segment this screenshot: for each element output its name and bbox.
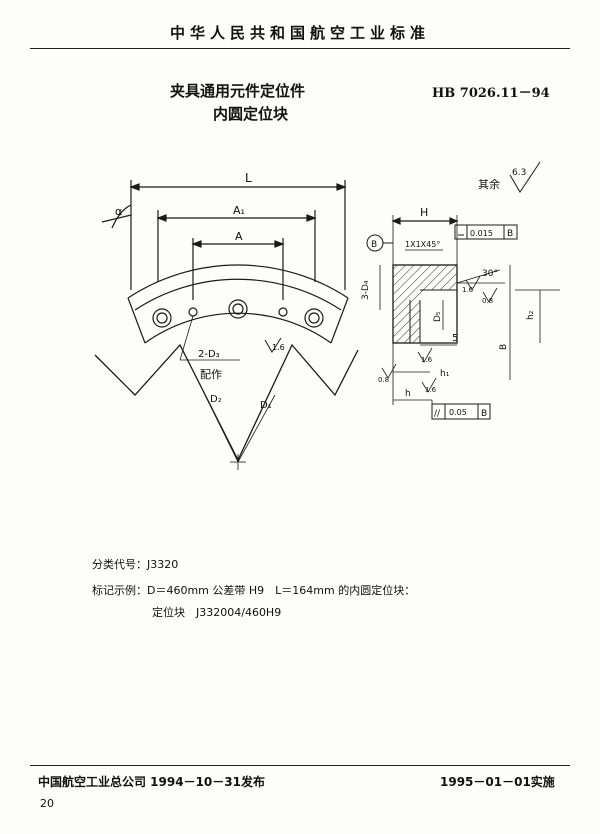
- roughness-rest-value: 6.3: [512, 168, 526, 178]
- finish-section-3: 1.6: [425, 386, 437, 394]
- roughness-symbol: [421, 377, 437, 393]
- dim-d2-label: D₂: [210, 394, 222, 405]
- parallel-value: 0.05: [449, 408, 467, 417]
- parallel-symbol: //: [434, 409, 441, 419]
- finish-section-08: 0.8: [482, 297, 493, 305]
- radius-d2-line: [204, 394, 239, 463]
- arrow: [129, 183, 140, 191]
- alpha-arc: [111, 204, 132, 229]
- class-code-value: J3320: [147, 558, 179, 571]
- hole-note-leader: [179, 315, 194, 361]
- parallel-frame: [431, 403, 491, 420]
- dim-a1-label: A₁: [233, 204, 245, 217]
- roughness-symbol: [482, 287, 498, 303]
- angle-30-label: 30°: [482, 269, 498, 279]
- arrow: [336, 183, 347, 191]
- dim-d5-label: D₅: [433, 311, 443, 322]
- footer-rule: [30, 765, 570, 766]
- chamfer-label: 1X1X45°: [405, 240, 440, 249]
- dim-5-label: 5: [452, 333, 458, 344]
- block-arc-2: [134, 278, 342, 311]
- dim-h-label: H: [420, 206, 428, 219]
- page-number: 20: [40, 797, 54, 810]
- screw-hole-inner: [308, 312, 320, 324]
- screw-hole-inner: [232, 303, 244, 315]
- roughness-symbol: [417, 347, 433, 363]
- finish-section-08b: 0.8: [378, 376, 389, 384]
- screw-hole: [228, 299, 248, 319]
- radius-d1-line: [237, 394, 276, 463]
- angle-line: [456, 269, 501, 284]
- block-right-edge: [330, 297, 349, 344]
- fixture-outline: [94, 343, 359, 462]
- effective-date: 1995－01－01实施: [440, 775, 555, 789]
- roughness-symbol: [465, 275, 481, 291]
- dim-h-small-label: h: [405, 389, 411, 399]
- roughness-rest-label: 其余: [478, 177, 500, 191]
- dim-h1-label: h₁: [440, 369, 450, 379]
- arrow: [306, 214, 317, 222]
- hole-note: 2-D₃: [198, 349, 220, 360]
- flatness-frame: [454, 224, 518, 240]
- parallel-datum: B: [481, 409, 487, 419]
- header-rule: [30, 48, 570, 49]
- example-text: D＝460mm 公差带 H9 L＝164mm 的内圆定位块：: [147, 584, 416, 597]
- roughness-symbol: [264, 337, 282, 353]
- section-hatch: [393, 265, 457, 343]
- screw-hole: [304, 308, 324, 328]
- screw-hole-inner: [156, 312, 168, 324]
- example-row: 标记示例：D＝460mm 公差带 H9 L＝164mm 的内圆定位块：: [92, 582, 415, 598]
- dim-h2-label: h₂: [526, 310, 536, 320]
- arrow: [449, 217, 459, 225]
- pin-hole: [188, 307, 198, 317]
- doc-title-line2: 内圆定位块: [213, 105, 289, 123]
- finish-section-2: 1.6: [421, 356, 433, 364]
- arrow: [191, 240, 202, 248]
- dim-3d4-label: 3-D₄: [361, 280, 371, 300]
- dim-d1-label: D₁: [260, 400, 272, 411]
- standard-code: HB 7026.11－94: [432, 86, 550, 101]
- datum-b-label: B: [371, 240, 377, 250]
- dim-b-label: B: [499, 344, 509, 350]
- roughness-rest-symbol: [509, 161, 541, 193]
- angle-alpha-label: α: [115, 205, 122, 218]
- pin-hole: [278, 307, 288, 317]
- standard-org-header: 中华人民共和国航空工业标准: [169, 24, 430, 42]
- block-outer-arc: [127, 264, 349, 299]
- finish-left-label: 1.6: [272, 343, 285, 352]
- class-code-row: 分类代号：J3320: [92, 556, 178, 572]
- class-code-label: 分类代号：: [92, 558, 147, 571]
- flatness-value: 0.015: [470, 229, 493, 238]
- arrow: [391, 217, 401, 225]
- example-mark: 定位块 J332004/460H9: [152, 606, 282, 619]
- finish-section-1: 1.6: [462, 286, 474, 294]
- fit-note: 配作: [200, 368, 222, 381]
- screw-hole: [152, 308, 172, 328]
- dim-a-label: A: [235, 230, 243, 243]
- arrow: [274, 240, 285, 248]
- doc-title-line1: 夹具通用元件定位件: [170, 82, 306, 100]
- roughness-symbol: [381, 363, 397, 379]
- technical-drawing: L A₁ A α D₂ D₁ 2-D₃ 配作 1.6 其余 6.3 H 0.01…: [94, 161, 560, 470]
- dim-l-label: L: [245, 171, 252, 185]
- example-label: 标记示例：: [92, 584, 147, 597]
- block-left-edge: [127, 297, 146, 344]
- publisher-line: 中国航空工业总公司 1994－10－31发布: [38, 775, 265, 789]
- block-inner-arc: [144, 312, 332, 344]
- flatness-datum: B: [507, 229, 513, 239]
- arrow: [156, 214, 167, 222]
